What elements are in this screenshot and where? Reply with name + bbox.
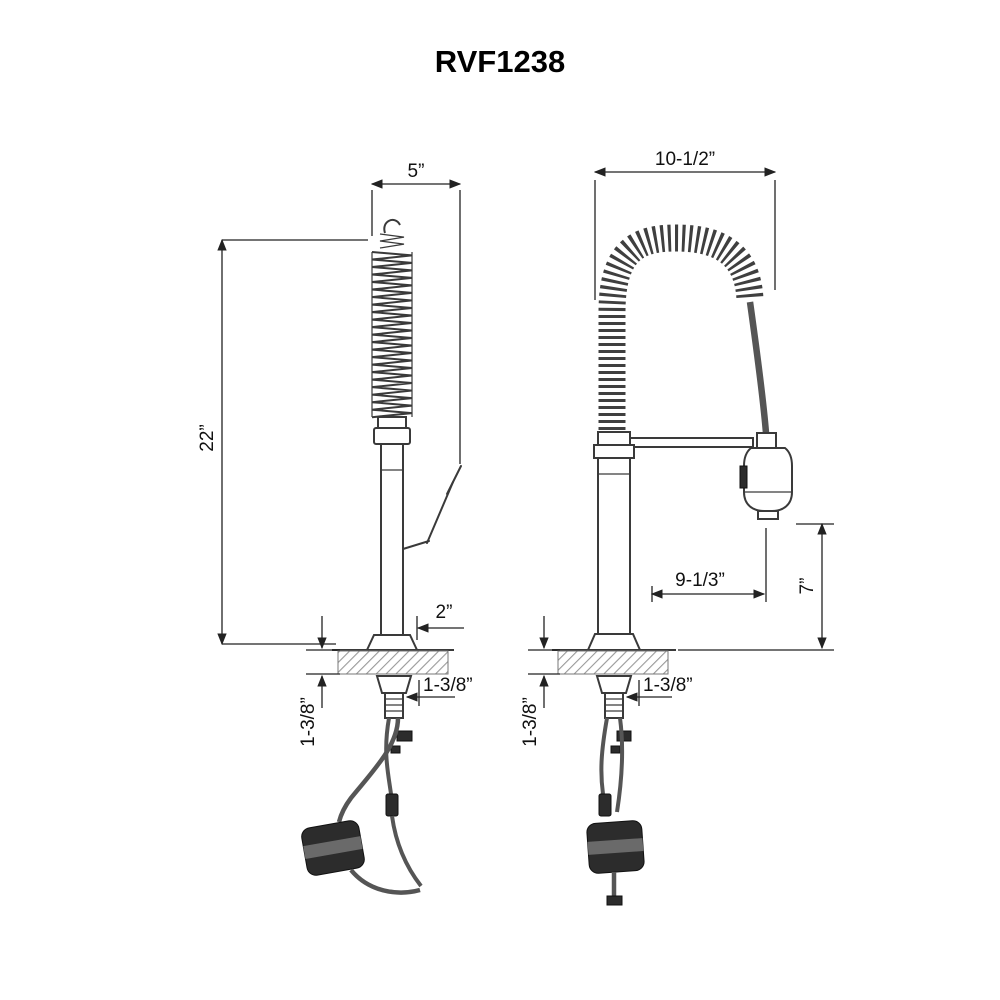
mounting-nut bbox=[375, 675, 413, 694]
handle-connector bbox=[402, 540, 430, 550]
dim-label-spout-reach: 9-1/3” bbox=[675, 570, 725, 591]
side-spring-coil bbox=[598, 224, 764, 458]
dim-label-deck-thickness-side: 1-3/8” bbox=[520, 697, 541, 747]
dim-label-overall-width: 10-1/2” bbox=[655, 149, 715, 170]
coil-lower-connector bbox=[377, 416, 407, 429]
faucet-body bbox=[380, 443, 404, 636]
side-faucet-drawing bbox=[552, 224, 793, 906]
sprayer-head bbox=[743, 447, 793, 512]
weight-band-side bbox=[587, 838, 644, 855]
left-spring-top bbox=[379, 233, 405, 249]
hose-connector bbox=[385, 793, 399, 817]
dim-spout-width: 5” bbox=[370, 161, 462, 464]
spray-hose bbox=[336, 717, 401, 823]
left-spring-coil bbox=[371, 251, 413, 419]
dim-overall-height: 22” bbox=[197, 238, 368, 646]
front-faucet-drawing bbox=[301, 218, 462, 895]
spray-hose-end bbox=[349, 868, 421, 895]
check-valve-side bbox=[616, 730, 632, 742]
side-view: 10-1/2” 9-1/3” 7” 1-3/8” 1-3 bbox=[520, 149, 834, 906]
dim-deck-thickness-side: 1-3/8” bbox=[520, 616, 560, 747]
supply-hose bbox=[384, 717, 393, 795]
model-number-title: RVF1238 bbox=[435, 44, 565, 79]
dim-label-spout-width: 5” bbox=[408, 161, 425, 182]
sprayer-trigger bbox=[739, 465, 748, 489]
dim-label-shank-diameter-side: 1-3/8” bbox=[643, 675, 693, 696]
spout-hose bbox=[746, 301, 770, 434]
dim-deck-thickness-front: 1-3/8” bbox=[298, 616, 340, 747]
dim-label-overall-height: 22” bbox=[197, 424, 218, 451]
dim-label-deck-thickness: 1-3/8” bbox=[298, 697, 319, 747]
handle-grip bbox=[446, 465, 462, 495]
faucet-body-side bbox=[597, 431, 631, 635]
spray-hose-side bbox=[615, 717, 625, 813]
spout-collar bbox=[373, 427, 411, 445]
body-collar bbox=[593, 444, 635, 459]
sprayer-nozzle bbox=[757, 510, 779, 520]
hose-clip-side bbox=[610, 745, 621, 754]
mounting-nut-side bbox=[595, 675, 633, 694]
hose-weight-side bbox=[586, 820, 645, 874]
dim-sprayer-height: 7” bbox=[678, 522, 834, 651]
counter-deck-hatch-side bbox=[557, 650, 669, 675]
dim-label-shank-diameter: 1-3/8” bbox=[423, 675, 473, 696]
spray-support-bar bbox=[628, 437, 754, 448]
dim-overall-width: 10-1/2” bbox=[593, 149, 777, 300]
dim-label-sprayer-height: 7” bbox=[797, 578, 818, 595]
check-valve bbox=[396, 730, 413, 742]
hose-weight bbox=[301, 820, 365, 876]
hose-clip bbox=[390, 745, 401, 754]
dim-label-base-width: 2” bbox=[436, 602, 453, 623]
dim-shank-diameter-side: 1-3/8” bbox=[625, 675, 693, 706]
front-view: 5” 22” 2” 1-3/8” 1-3/8” bbox=[197, 161, 473, 895]
hose-connector-side bbox=[598, 793, 612, 817]
spout-top-hose bbox=[383, 218, 401, 234]
sprayer-connector bbox=[756, 432, 777, 449]
counter-deck-hatch bbox=[337, 650, 449, 675]
supply-hose-side bbox=[599, 717, 609, 795]
base-flange bbox=[365, 634, 419, 651]
weight-band bbox=[303, 836, 363, 859]
dim-shank-diameter-front: 1-3/8” bbox=[405, 675, 473, 706]
dim-base-width: 2” bbox=[416, 602, 464, 640]
supply-hose-lower bbox=[390, 815, 423, 888]
base-flange-side bbox=[586, 633, 642, 651]
hose-end-connector bbox=[606, 895, 623, 906]
dim-spout-reach: 9-1/3” bbox=[650, 528, 767, 602]
